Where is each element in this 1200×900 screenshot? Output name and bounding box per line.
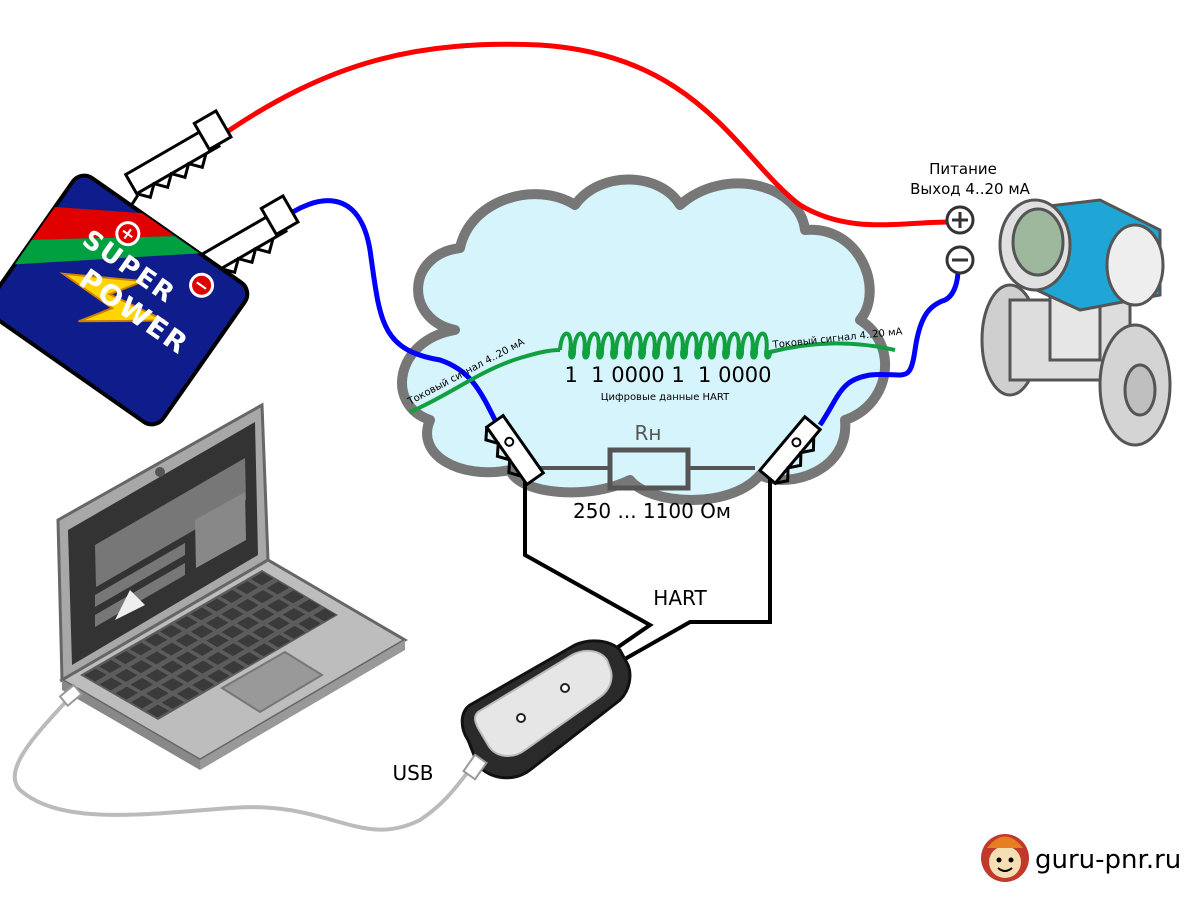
flow-transmitter xyxy=(980,198,1172,447)
keyboard-key xyxy=(206,651,230,665)
keyboard-key xyxy=(267,616,290,630)
keyboard-key xyxy=(176,651,199,665)
keyboard-key xyxy=(99,677,123,691)
battery-minus-icon xyxy=(189,272,215,298)
resistor-range-label: 250 ... 1100 Ом xyxy=(573,499,731,523)
hart-wire-right xyxy=(601,475,772,674)
keyboard-key xyxy=(176,669,199,683)
digital-data-label: Цифровые данные HART xyxy=(601,392,730,403)
hart-label: HART xyxy=(653,586,707,610)
laptop-touchpad xyxy=(220,650,324,714)
resistor-label: Rн xyxy=(635,421,662,445)
keyboard-key xyxy=(160,624,183,638)
keyboard-key xyxy=(235,581,259,595)
keyboard-key xyxy=(144,633,168,647)
usb-cable xyxy=(12,693,472,832)
keyboard-key xyxy=(145,669,169,683)
battery: + − SUPER POWER xyxy=(0,173,250,427)
keyboard-key xyxy=(190,625,214,639)
keyboard-key xyxy=(192,678,215,692)
cursor-icon xyxy=(115,590,145,620)
laptop xyxy=(56,402,408,770)
keyboard-key xyxy=(282,590,305,604)
keyboard-key xyxy=(237,634,260,648)
keyboard-key xyxy=(145,651,168,665)
keyboard-key xyxy=(161,695,185,709)
hart-wire-left xyxy=(523,475,654,667)
keyboard-key xyxy=(297,599,321,613)
keyboard-key xyxy=(267,634,291,648)
keyboard-key xyxy=(282,608,306,622)
negative-wire-transmitter xyxy=(817,269,961,427)
keyboard-key xyxy=(207,669,230,683)
keyboard-key xyxy=(222,643,245,657)
battery-plus-icon xyxy=(115,221,141,247)
keyboard-key xyxy=(146,704,169,718)
keyboard-key xyxy=(99,659,122,673)
keyboard-key xyxy=(131,695,154,709)
hart-modem xyxy=(460,639,632,781)
keyboard-keys xyxy=(84,572,336,718)
keyboard-key xyxy=(161,678,184,692)
keyboard-key xyxy=(146,686,169,700)
keyboard-key xyxy=(283,625,306,639)
keyboard-key xyxy=(160,660,184,674)
terminal-minus xyxy=(945,245,975,275)
usb-label: USB xyxy=(392,761,433,785)
keyboard-key xyxy=(130,677,153,691)
clamp-cloud-left xyxy=(484,413,546,487)
keyboard-key xyxy=(266,581,289,595)
keyboard-key xyxy=(236,598,259,612)
keyboard-key xyxy=(206,634,229,648)
power-label-line2: Выход 4..20 мА xyxy=(910,180,1031,198)
keyboard-key xyxy=(313,608,336,622)
terminal-plus xyxy=(945,205,975,235)
watermark-text: guru-pnr.ru xyxy=(1035,845,1181,875)
signal-line-right xyxy=(769,341,896,354)
keyboard-key xyxy=(175,616,198,630)
positive-wire xyxy=(216,41,951,228)
keyboard-key xyxy=(251,607,275,621)
keyboard-key xyxy=(221,625,244,639)
keyboard-key xyxy=(221,607,244,621)
keyboard-key xyxy=(176,687,200,701)
keyboard-key xyxy=(115,686,138,700)
load-resistor xyxy=(540,447,755,491)
keyboard-key xyxy=(298,617,321,631)
keyboard-key xyxy=(129,642,153,656)
keyboard-key xyxy=(252,625,275,639)
keyboard-key xyxy=(191,660,215,674)
keyboard-key xyxy=(251,590,274,604)
keyboard-key xyxy=(267,599,290,613)
keyboard-key xyxy=(251,572,274,586)
negative-wire-battery xyxy=(276,198,498,422)
keyboard-key xyxy=(236,616,260,630)
keyboard-key xyxy=(130,660,153,674)
clamp-cloud-right xyxy=(757,414,823,486)
clamp-red xyxy=(121,108,234,220)
loop-cloud xyxy=(397,174,890,505)
keyboard-key xyxy=(237,652,260,666)
keyboard-key xyxy=(222,660,245,674)
keyboard-key xyxy=(114,668,138,682)
keyboard-key xyxy=(190,607,213,621)
keyboard-key xyxy=(175,633,198,647)
keyboard-key xyxy=(205,598,228,612)
keyboard-key xyxy=(160,642,183,656)
keyboard-key xyxy=(220,589,244,603)
hart-bit-sequence: 1 1 0000 1 1 0000 xyxy=(564,363,771,387)
keyboard-key xyxy=(114,651,137,665)
watermark-logo xyxy=(981,834,1029,882)
signal-line-left xyxy=(409,348,561,414)
keyboard-key xyxy=(84,668,107,682)
keyboard-key xyxy=(191,642,214,656)
transmitter-display xyxy=(1011,207,1065,277)
keyboard-key xyxy=(205,616,229,630)
keyboard-key xyxy=(252,643,276,657)
hart-signal-coil xyxy=(558,331,773,360)
power-label-line1: Питание xyxy=(929,160,997,178)
